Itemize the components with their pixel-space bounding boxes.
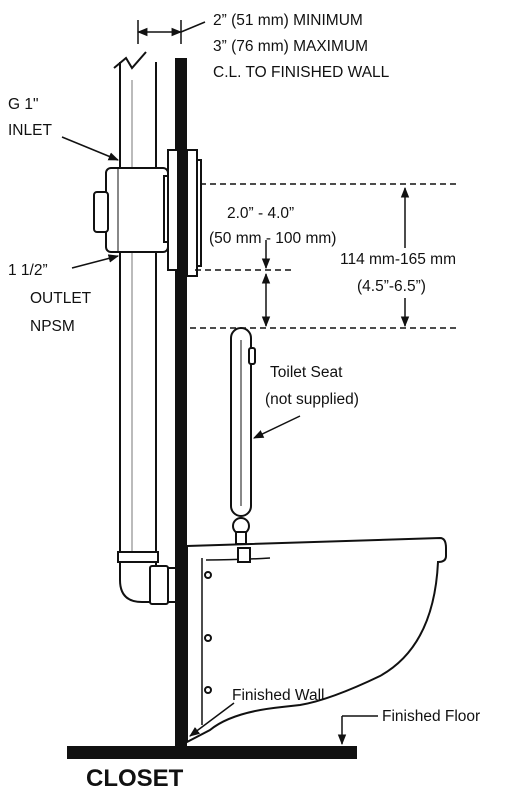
finished-wall-label: Finished Wall: [232, 687, 324, 704]
outlet-size-label: 1 1/2”: [8, 262, 48, 279]
toilet-seat-label: Toilet Seat: [270, 364, 343, 381]
supply-pipe: [113, 51, 157, 560]
height-dimension-imperial-label: (4.5”-6.5”): [357, 278, 426, 295]
dimension-lines: [136, 20, 460, 329]
min-distance-label: 2” (51 mm) MINIMUM: [213, 12, 363, 29]
floor-slab: [67, 746, 357, 759]
outlet-label: OUTLET: [30, 290, 92, 307]
toilet-seat: [230, 327, 256, 545]
elbow-fitting: [117, 551, 177, 605]
max-distance-label: 3” (76 mm) MAXIMUM: [213, 38, 368, 55]
not-supplied-label: (not supplied): [265, 391, 359, 408]
toilet-bowl: [186, 536, 447, 744]
gap-dimension-metric-label: (50 mm - 100 mm): [209, 230, 336, 247]
height-dimension-label: 114 mm-165 mm: [340, 251, 456, 268]
finished-floor-label: Finished Floor: [382, 708, 480, 725]
npsm-label: NPSM: [30, 318, 75, 335]
flush-valve: [93, 149, 179, 271]
centerline-label: C.L. TO FINISHED WALL: [213, 64, 390, 81]
inlet-size-label: G 1": [8, 96, 39, 113]
leader-arrows: [61, 136, 378, 746]
inlet-label: INLET: [8, 122, 52, 139]
gap-dimension-label: 2.0” - 4.0”: [227, 205, 294, 222]
closet-title: CLOSET: [86, 765, 184, 792]
flush-plate: [186, 149, 202, 277]
